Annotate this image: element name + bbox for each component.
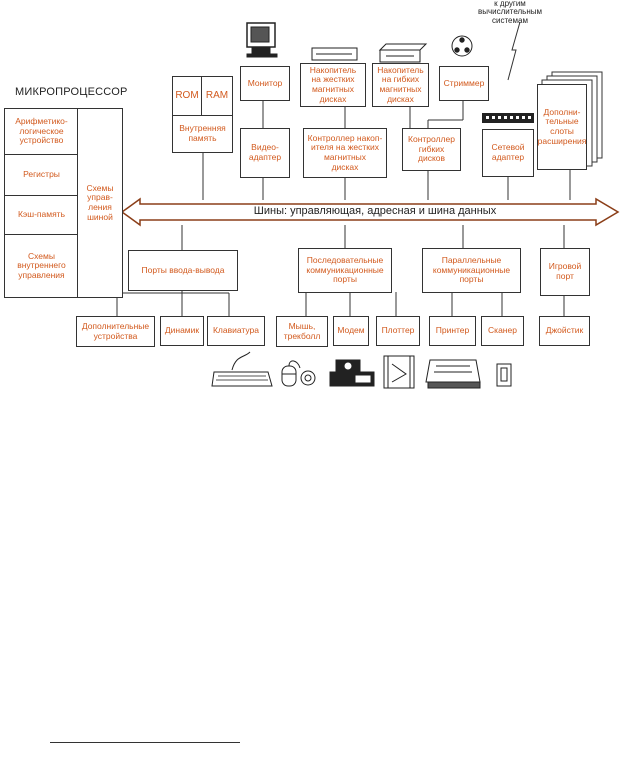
streamer-box: Стриммер xyxy=(439,66,489,101)
bus-control-box: Схемы управ- ления шиной xyxy=(77,108,123,298)
network-hub-icon xyxy=(482,113,534,123)
computer-architecture-diagram: МИКРОПРОЦЕССОР к другим вычислительным с… xyxy=(4,0,620,389)
scanner-box: Сканер xyxy=(481,316,524,346)
hdd-box: Накопитель на жестких магнитных дисках xyxy=(300,63,366,107)
modem-icon xyxy=(329,359,375,387)
serial-ports-box: Последовательные коммуникационные порты xyxy=(298,248,392,293)
mouse-icon xyxy=(281,360,316,387)
plotter-icon xyxy=(383,355,415,389)
hard-disk-icon xyxy=(311,47,358,61)
parallel-ports-box: Параллельные коммуникационные порты xyxy=(422,248,521,293)
speaker-box: Динамик xyxy=(160,316,204,346)
game-port-box: Игровой порт xyxy=(540,248,590,296)
io-ports-box: Порты ввода-вывода xyxy=(128,250,238,291)
hdd-controller-box: Контроллер накоп- ителя на жестких магни… xyxy=(303,128,387,178)
bus-arrow xyxy=(120,197,620,227)
joystick-box: Джойстик xyxy=(539,316,590,346)
printer-box: Принтер xyxy=(429,316,476,346)
cache-box: Кэш-память xyxy=(4,195,78,235)
plotter-box: Плоттер xyxy=(376,316,420,346)
fdd-controller-box: Контроллер гибких дисков xyxy=(402,128,461,171)
network-adapter-box: Сетевой адаптер xyxy=(482,129,534,177)
bus-label: Шины: управляющая, адресная и шина данны… xyxy=(253,205,497,217)
expansion-slots-box: Дополни- тельные слоты расширения xyxy=(537,84,587,170)
keyboard-icon xyxy=(211,351,273,387)
registers-box: Регистры xyxy=(4,154,78,196)
mouse-box: Мышь, трекболл xyxy=(276,316,328,347)
modem-box: Модем xyxy=(333,316,369,346)
tape-reel-icon xyxy=(451,35,473,57)
monitor-icon xyxy=(246,22,278,58)
footnote-rule xyxy=(50,742,240,743)
ram-box: RAM xyxy=(201,76,233,116)
internal-memory-box: Внутренняя память xyxy=(172,115,233,153)
control-circuits-box: Схемы внутреннего управления xyxy=(4,234,78,298)
alu-box: Арифметико- логическое устройство xyxy=(4,108,78,155)
rom-box: ROM xyxy=(172,76,202,116)
floppy-drive-icon xyxy=(378,43,428,63)
printer-icon xyxy=(425,359,481,389)
video-adapter-box: Видео- адаптер xyxy=(240,128,290,178)
extra-devices-box: Дополнительные устройства xyxy=(76,316,155,347)
microprocessor-title: МИКРОПРОЦЕССОР xyxy=(15,86,128,98)
fdd-box: Накопитель на гибких магнитных дисках xyxy=(372,63,429,107)
other-systems-label: к другим вычислительным системам xyxy=(477,0,543,25)
keyboard-box: Клавиатура xyxy=(207,316,265,346)
monitor-box: Монитор xyxy=(240,66,290,101)
joystick-icon xyxy=(496,363,512,387)
